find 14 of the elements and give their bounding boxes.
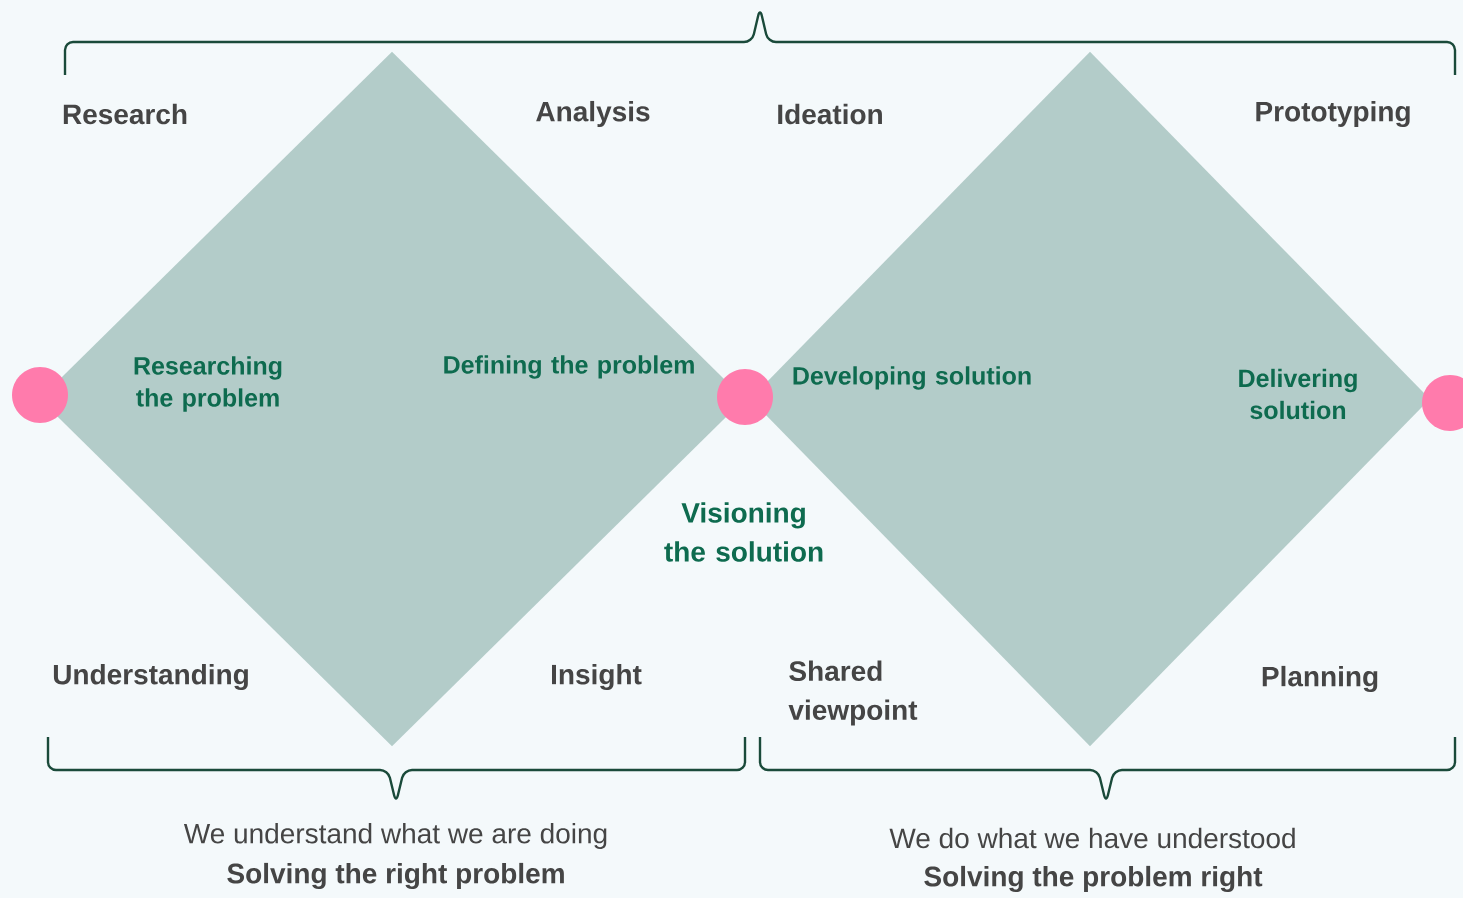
stage-label: Ideation	[778, 103, 882, 125]
stage-label: Prototyping	[1256, 100, 1410, 128]
stage-label: Planning	[1262, 665, 1378, 693]
summary-heading: Solving the problem right	[924, 865, 1263, 893]
dot	[12, 367, 68, 423]
summary-text: We understand what we are doing	[183, 822, 607, 850]
stage-label: Understanding	[53, 663, 248, 691]
dot	[717, 369, 773, 425]
summary-heading: Solving the right problem	[227, 862, 564, 890]
stage-label: Research	[63, 103, 187, 125]
stage-label: Analysis	[536, 100, 650, 128]
stage-label: Insight	[552, 663, 642, 691]
stage-label: Shared viewpoint	[788, 660, 918, 726]
summary-text: We do what we have understood	[889, 827, 1295, 849]
